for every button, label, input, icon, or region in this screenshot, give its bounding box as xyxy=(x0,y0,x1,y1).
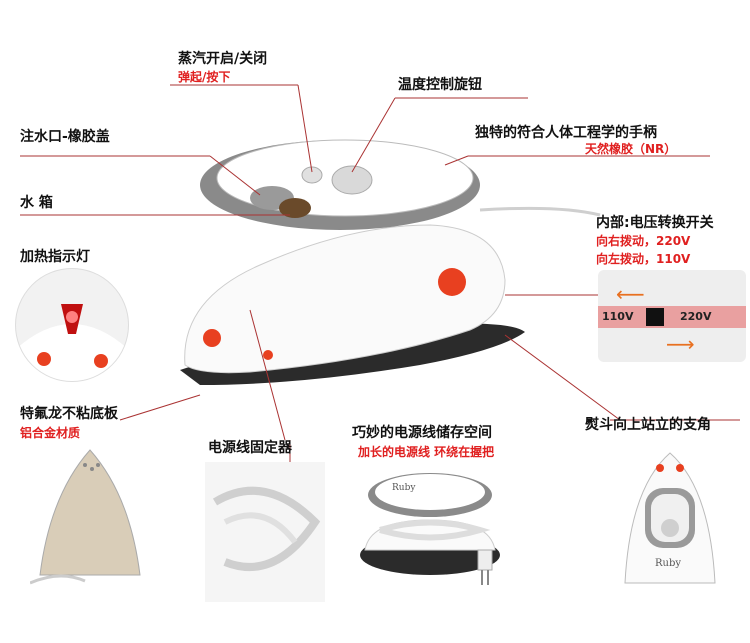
switch-body: 110V 220V xyxy=(598,306,746,328)
cord-storage-thumbnail: Ruby xyxy=(360,473,500,585)
label-handle-sub: 天然橡胶（NR） xyxy=(585,142,677,156)
label-soleplate-sub: 铝合金材质 xyxy=(20,426,81,440)
label-voltage: 内部:电压转换开关 xyxy=(596,215,714,231)
label-steam-sub: 弹起/按下 xyxy=(178,70,231,84)
label-inlet: 注水口-橡胶盖 xyxy=(20,129,110,145)
label-stand: 熨斗向上站立的支角 xyxy=(585,417,711,433)
standing-iron-thumbnail: Ruby xyxy=(624,452,716,584)
switch-label-220: 220V xyxy=(680,310,712,323)
indicator-thumbnail xyxy=(15,268,129,382)
soleplate-thumbnail xyxy=(30,449,141,585)
label-voltage-sub1: 向右拨动，220V xyxy=(596,234,691,248)
label-temp: 温度控制旋钮 xyxy=(398,77,482,93)
label-steam: 蒸汽开启/关闭 xyxy=(178,51,268,67)
label-handle: 独特的符合人体工程学的手柄 xyxy=(475,125,657,141)
label-indicator: 加热指示灯 xyxy=(20,249,90,265)
cord-fixture-thumbnail xyxy=(205,462,325,602)
label-cord-storage: 巧妙的电源线储存空间 xyxy=(352,425,492,441)
voltage-switch-panel: ⟵ 110V 220V ⟶ xyxy=(598,270,746,362)
label-tank: 水 箱 xyxy=(20,195,53,211)
switch-slider xyxy=(646,308,664,326)
label-cord-fix: 电源线固定器 xyxy=(208,440,292,456)
brand-text-2: Ruby xyxy=(655,558,681,569)
arrow-right-icon: ⟶ xyxy=(666,332,695,356)
label-soleplate: 特氟龙不粘底板 xyxy=(20,406,118,422)
arrow-left-icon: ⟵ xyxy=(616,282,645,306)
label-cord-storage-sub: 加长的电源线 环绕在握把 xyxy=(358,445,495,459)
switch-label-110: 110V xyxy=(602,310,634,323)
label-voltage-sub2: 向左拨动，110V xyxy=(596,252,691,266)
brand-text: Ruby xyxy=(392,483,416,493)
